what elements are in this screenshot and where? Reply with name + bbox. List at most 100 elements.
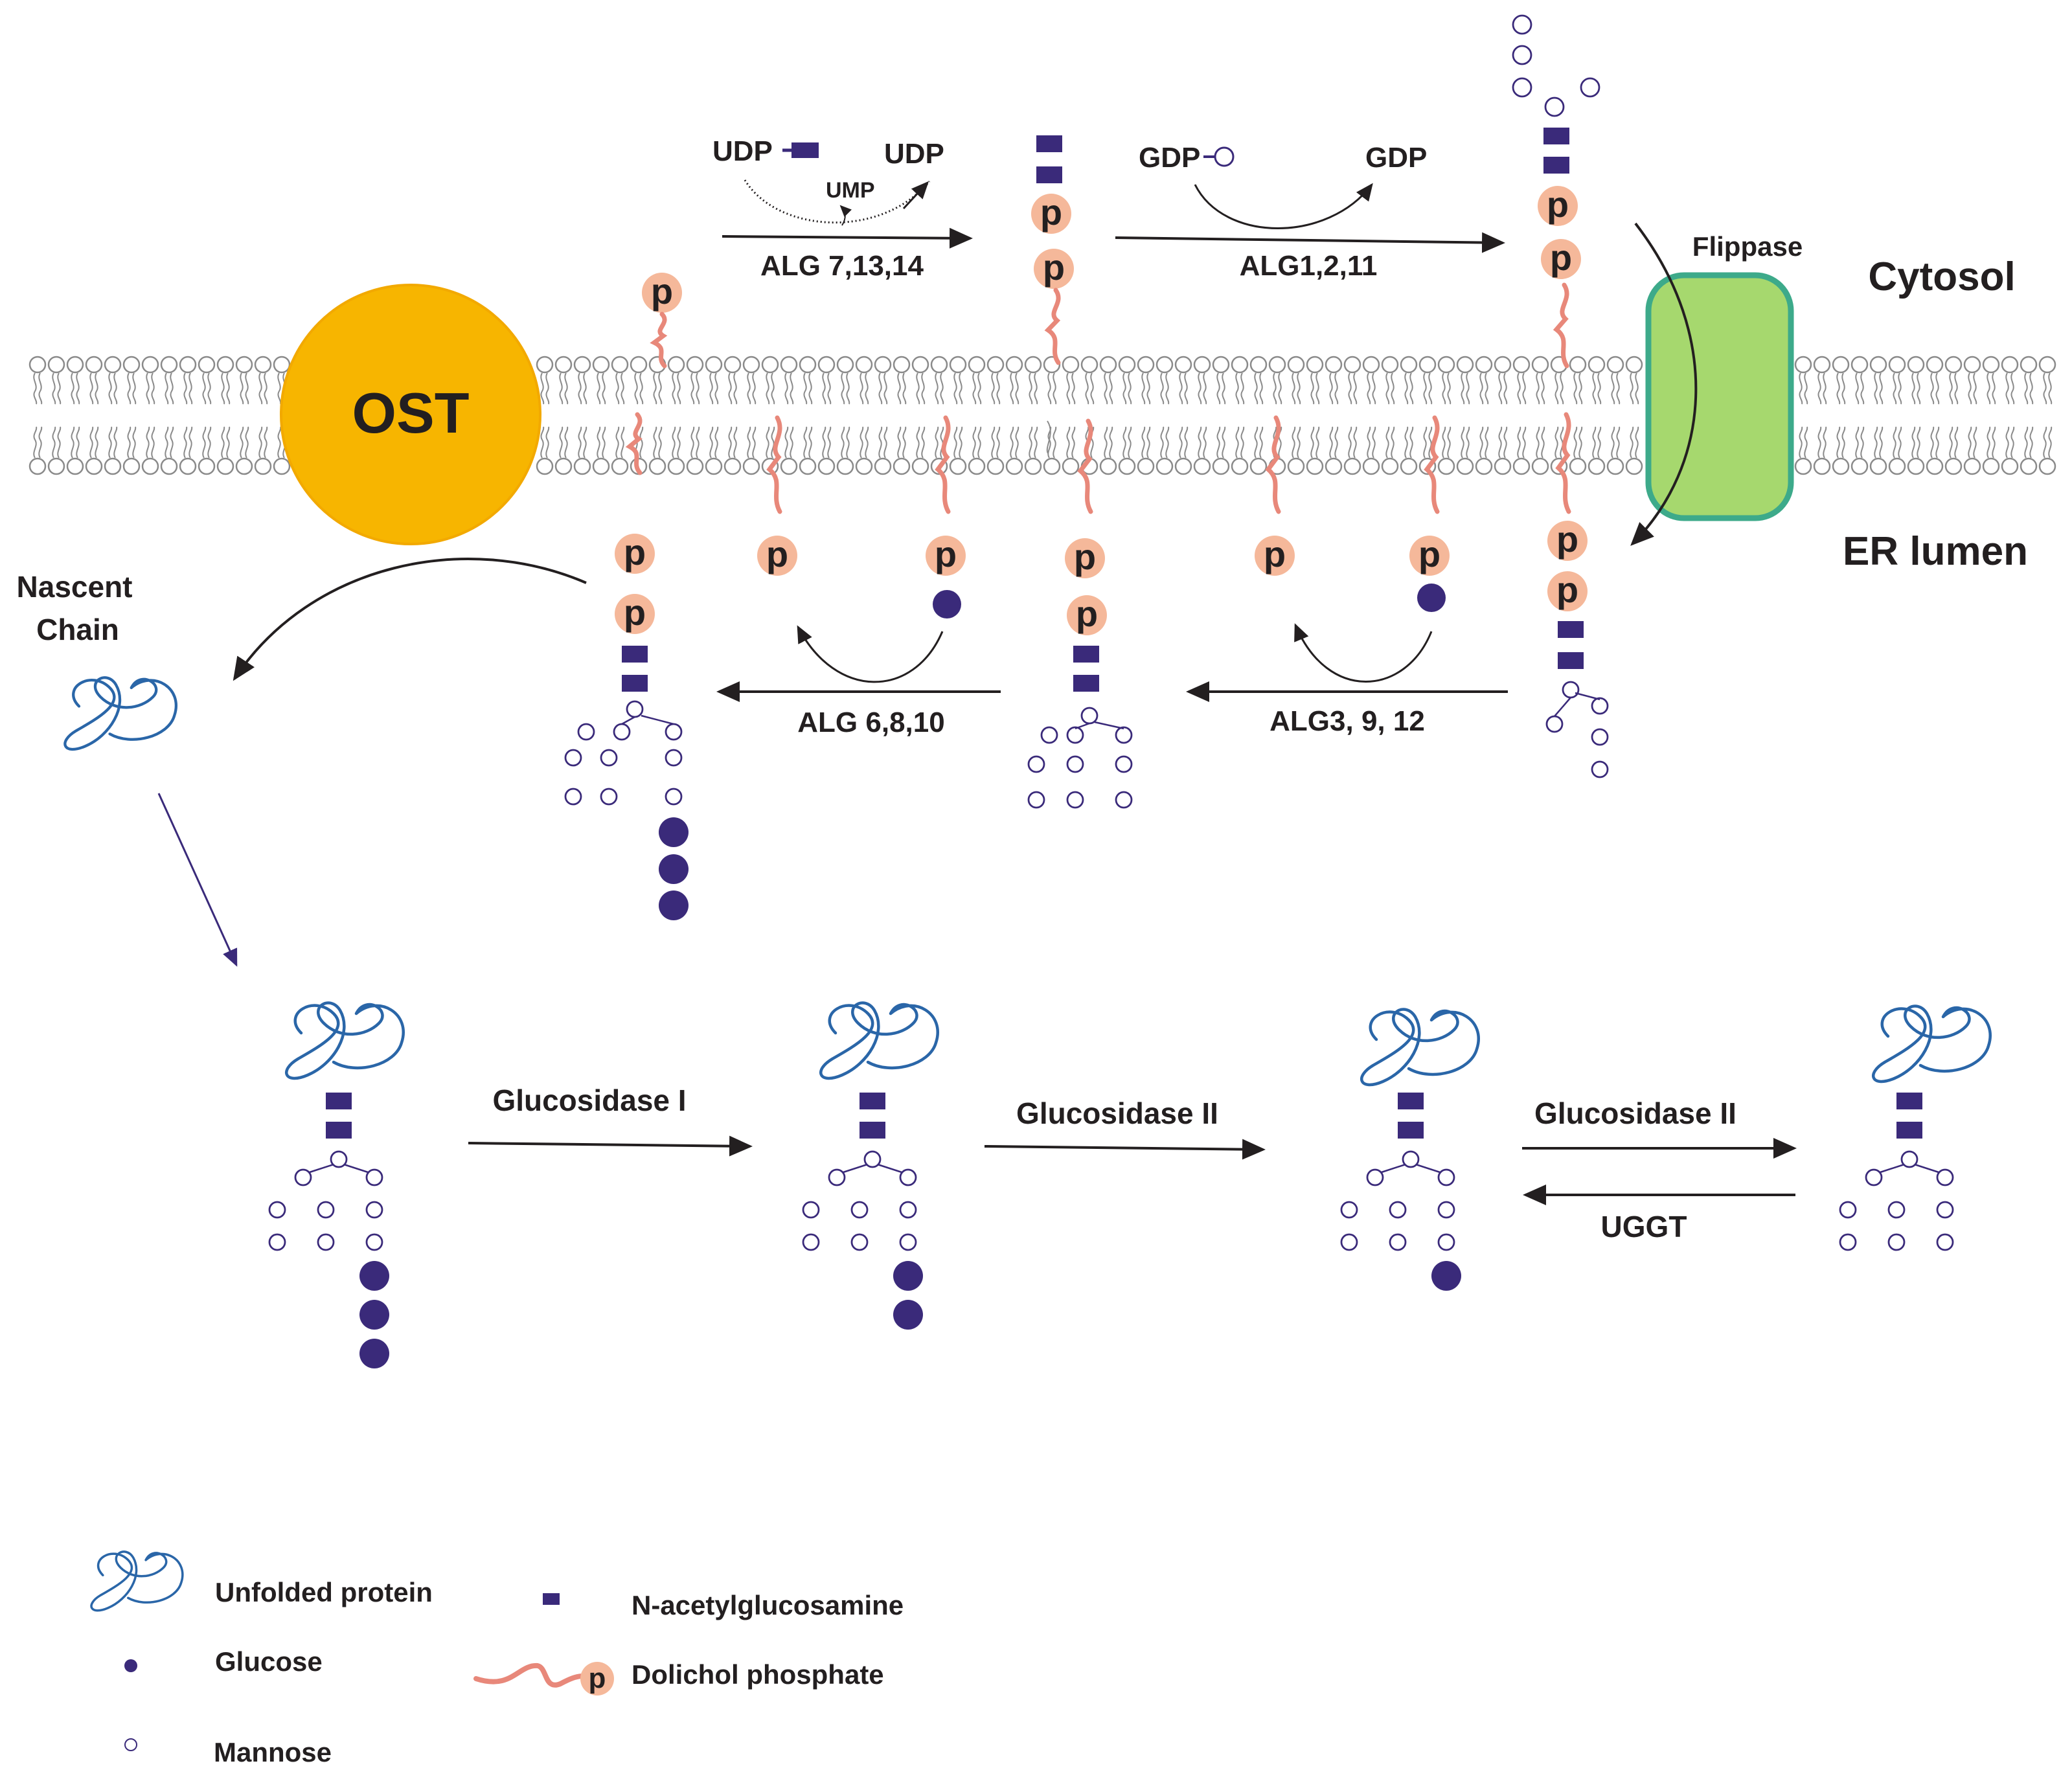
lipid-head-inner bbox=[1531, 457, 1549, 475]
phosphate-label: p bbox=[1556, 569, 1578, 610]
phosphate-label: p bbox=[1074, 536, 1096, 577]
lipid-tail-outer bbox=[1517, 372, 1527, 405]
mannose-circle bbox=[1437, 1233, 1455, 1251]
lipid-head-outer bbox=[1231, 356, 1249, 374]
lipid-tail-outer bbox=[1367, 372, 1376, 405]
lipid-head-inner bbox=[1569, 457, 1587, 475]
mannose-circle bbox=[1389, 1201, 1407, 1219]
lipid-tail-outer bbox=[1179, 372, 1189, 405]
mannose-circle bbox=[365, 1201, 383, 1219]
glucose-circle bbox=[1431, 1261, 1461, 1291]
lipid-head-inner bbox=[28, 457, 47, 475]
glcnac-square bbox=[1558, 652, 1584, 669]
lipid-tail-outer bbox=[1198, 372, 1207, 405]
mannose-circle bbox=[1340, 1233, 1358, 1251]
dolichol-chain bbox=[1555, 412, 1571, 514]
lipid-tail-inner bbox=[183, 426, 193, 459]
mannose-circle bbox=[268, 1201, 286, 1219]
lipid-tail-inner bbox=[1066, 426, 1076, 459]
lipid-tail-outer bbox=[202, 372, 212, 405]
lipid-head-outer bbox=[1869, 356, 1887, 374]
glycosidic-bond bbox=[343, 1163, 369, 1174]
protein-chain bbox=[1872, 1004, 1992, 1083]
legend-phosphate-icon bbox=[580, 1662, 614, 1696]
lipid-head-outer bbox=[1099, 356, 1117, 374]
glucose-circle bbox=[359, 1300, 389, 1330]
lipid-head-inner bbox=[47, 457, 65, 475]
alg1-2-11-label: ALG1,2,11 bbox=[1240, 250, 1378, 282]
lipid-tail-inner bbox=[2043, 426, 2053, 459]
lipid-head-outer bbox=[1888, 356, 1906, 374]
lipid-head-outer bbox=[273, 356, 291, 374]
lipid-tail-outer bbox=[1987, 372, 1996, 405]
phosphate-circle bbox=[1067, 595, 1107, 635]
lipid-tail-outer bbox=[1911, 372, 1921, 405]
mannose-circle bbox=[665, 723, 683, 741]
lipid-tail-inner bbox=[878, 426, 888, 459]
lipid-tail-outer bbox=[897, 372, 907, 405]
lipid-tail-outer bbox=[1611, 372, 1621, 405]
glcnac-square bbox=[326, 1093, 352, 1109]
lipid-tail-outer bbox=[766, 372, 775, 405]
legend-glucose-icon bbox=[124, 1659, 137, 1672]
glcnac-square bbox=[1398, 1122, 1424, 1139]
lipid-tail-outer bbox=[1855, 372, 1865, 405]
glycosidic-bond bbox=[843, 1163, 868, 1174]
lipid-head-outer bbox=[1456, 356, 1474, 374]
phosphate-label: p bbox=[1040, 192, 1062, 233]
lipid-tail-inner bbox=[1029, 426, 1038, 459]
lipid-tail-outer bbox=[690, 372, 700, 405]
mannose-circle bbox=[1545, 715, 1564, 733]
nascent-chain-label-line1: Nascent bbox=[17, 570, 133, 604]
lipid-tail-inner bbox=[1104, 426, 1113, 459]
lipid-tail-outer bbox=[1292, 372, 1301, 405]
lipid-head-inner bbox=[1137, 457, 1155, 475]
lipid-head-outer bbox=[2001, 356, 2019, 374]
ost-complex: OST bbox=[280, 284, 541, 545]
protein-glc3 bbox=[285, 1001, 405, 1080]
lipid-tail-inner bbox=[1235, 426, 1245, 459]
lipid-tail-outer bbox=[597, 372, 606, 405]
phosphate-group: p bbox=[1547, 569, 1588, 611]
lipid-tail-inner bbox=[1874, 426, 1884, 459]
lipid-tail-outer bbox=[1329, 372, 1339, 405]
mannose-circle bbox=[802, 1201, 820, 1219]
protein-chain bbox=[90, 1550, 184, 1612]
legend-unfolded-protein-icon bbox=[90, 1550, 184, 1612]
ost-label: OST bbox=[352, 381, 470, 445]
phosphate-label: p bbox=[1556, 519, 1578, 560]
lipid-head-inner bbox=[1174, 457, 1192, 475]
protein-glc2 bbox=[819, 1001, 939, 1080]
mannose-circle bbox=[1887, 1233, 1906, 1251]
lipid-head-inner bbox=[1099, 457, 1117, 475]
phosphate-circle bbox=[1031, 194, 1071, 234]
lipid-tail-outer bbox=[33, 372, 43, 405]
lipid-head-inner bbox=[2001, 457, 2019, 475]
trimming-step-1: Glucosidase I bbox=[468, 1083, 753, 1157]
lipid-tail-outer bbox=[108, 372, 118, 405]
mannose-circle bbox=[1437, 1201, 1455, 1219]
lipid-tail-inner bbox=[1498, 426, 1508, 459]
glucose-circle bbox=[933, 590, 961, 618]
lipid-head-inner bbox=[1588, 457, 1606, 475]
lipid-tail-outer bbox=[747, 372, 757, 405]
lipid-tail-outer bbox=[183, 372, 193, 405]
reaction-alg6-8-10: ALG 6,8,10 bbox=[716, 625, 1001, 738]
lipid-tail-inner bbox=[1592, 426, 1602, 459]
lipid-head-inner bbox=[1494, 457, 1512, 475]
lipid-head-inner bbox=[1156, 457, 1174, 475]
lipid-tail-inner bbox=[1141, 426, 1151, 459]
lipid-head-outer bbox=[1137, 356, 1155, 374]
nascent-protein bbox=[63, 676, 177, 751]
phosphate-circle bbox=[1409, 536, 1450, 576]
lipid-tail-inner bbox=[690, 426, 700, 459]
lipid-head-outer bbox=[799, 356, 817, 374]
lipid-tail-inner bbox=[1611, 426, 1621, 459]
glucosidase-ii-arrow bbox=[984, 1139, 1266, 1160]
lipid-tail-inner bbox=[1198, 426, 1207, 459]
lipid-head-inner bbox=[1606, 457, 1624, 475]
lipid-head-inner bbox=[141, 457, 159, 475]
glcnac-symbol bbox=[791, 142, 819, 158]
lipid-head-outer bbox=[1963, 356, 1981, 374]
dolichol-chain bbox=[625, 412, 643, 475]
